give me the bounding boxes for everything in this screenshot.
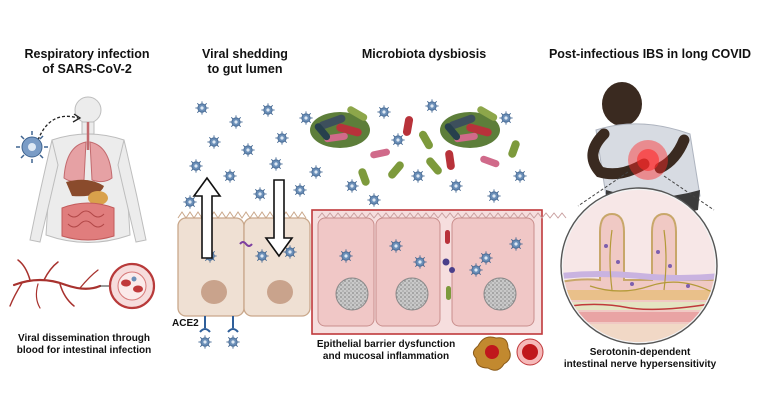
- intestinal-wall-magnifier: [560, 187, 718, 345]
- viral-dissemination-caption: Viral dissemination through blood for in…: [16, 333, 152, 356]
- lungs: [63, 122, 113, 183]
- blood-vessel-network: [9, 259, 102, 309]
- ace2-label: ACE2: [172, 318, 199, 329]
- post-infectious-ibs-title: Post-infectious IBS in long COVID: [548, 47, 752, 61]
- free-bacteria: [358, 116, 520, 186]
- virus-exit-arrow-up: [192, 176, 222, 259]
- virus-entry-arrow-down: [264, 179, 294, 258]
- ace2-receptors: [199, 316, 239, 333]
- viral-shedding-title: Viral shedding to gut lumen: [202, 47, 288, 76]
- blood-vessel-cross-section: [108, 262, 156, 310]
- barrier-dysfunction-caption: Epithelial barrier dysfunction and mucos…: [316, 339, 456, 362]
- microbiota-dysbiosis-title: Microbiota dysbiosis: [361, 47, 487, 61]
- sars-cov-2-virion: [16, 131, 48, 163]
- nerve-hypersensitivity-caption: Serotonin-dependent intestinal nerve hyp…: [563, 347, 717, 370]
- digestive-organs: [61, 179, 115, 241]
- bacteria-cluster-right: [440, 106, 500, 148]
- respiratory-infection-title: Respiratory infection of SARS-CoV-2: [24, 47, 150, 76]
- epithelium-normal: [177, 211, 311, 317]
- bacteria-cluster-left: [310, 106, 370, 148]
- immune-cells: [472, 336, 544, 371]
- epithelium-inflamed: [311, 209, 567, 335]
- inhalation-arrow: [37, 115, 79, 141]
